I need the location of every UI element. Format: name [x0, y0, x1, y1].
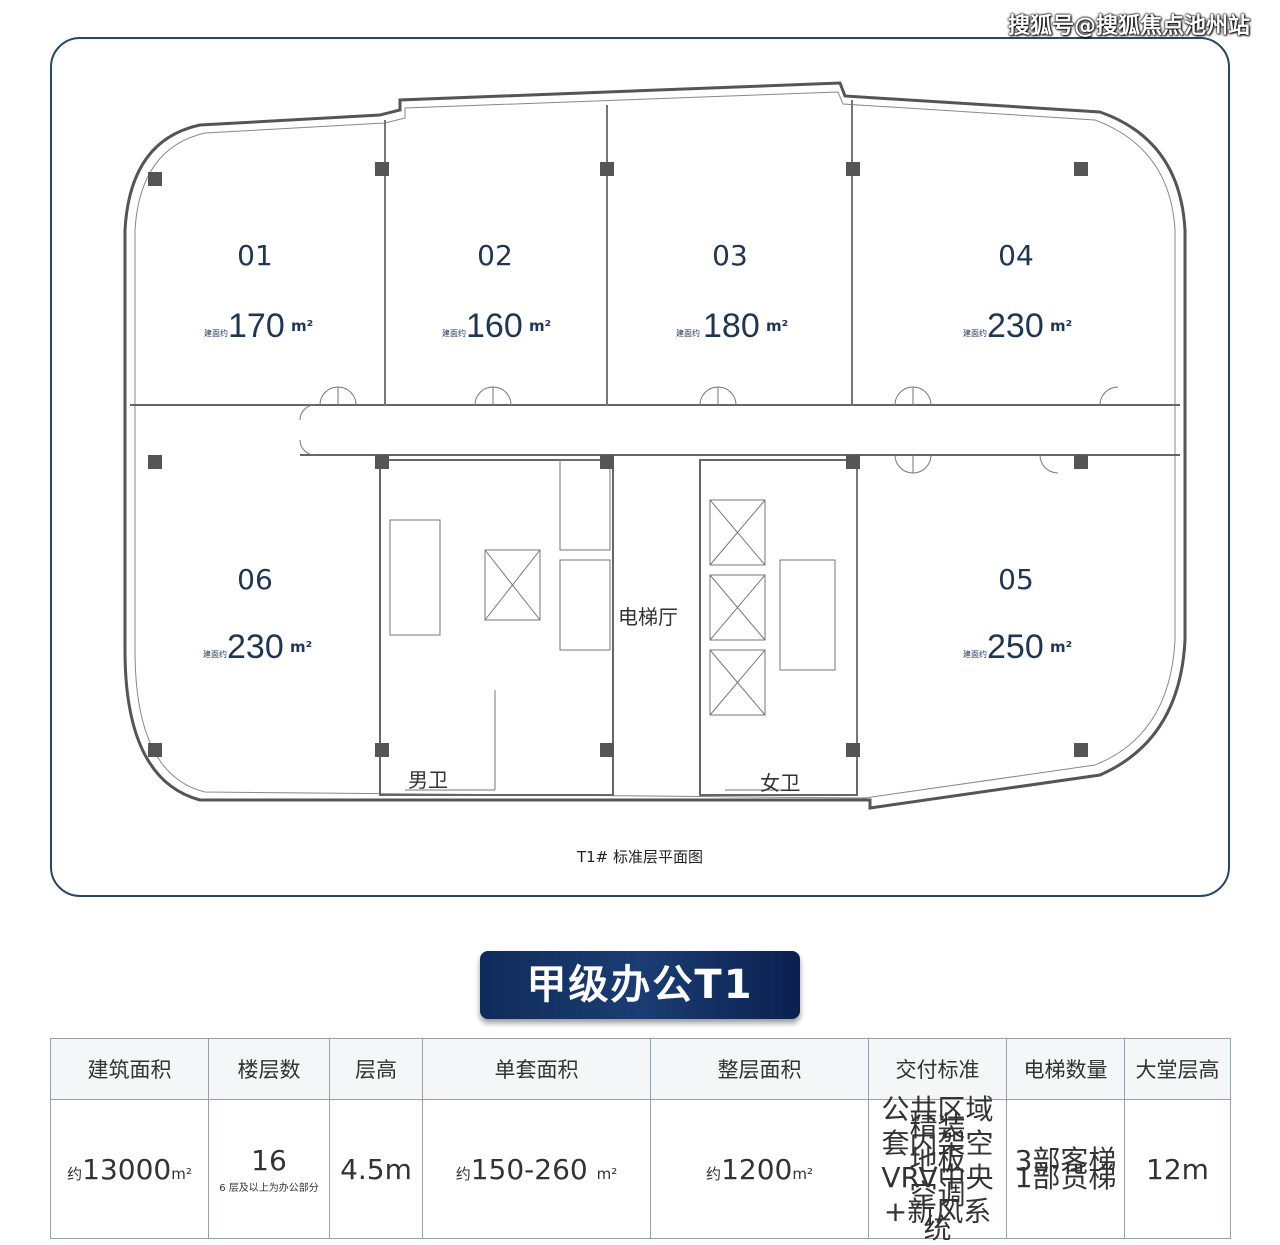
floor-plan-frame — [50, 37, 1230, 897]
section-banner: 甲级办公T1 — [480, 951, 800, 1019]
svg-text:m²: m² — [290, 638, 312, 656]
svg-text:建面约: 建面约 — [963, 649, 987, 659]
svg-text:m²: m² — [529, 317, 551, 335]
svg-text:05: 05 — [998, 563, 1034, 596]
header-floor-area: 整层面积 — [650, 1038, 869, 1100]
unit-02: 02 建面约 160 m² — [442, 239, 551, 345]
plan-title: T1# 标准层平面图 — [576, 848, 704, 866]
cell-elevators: 3部客梯 1部货梯 — [1006, 1099, 1125, 1239]
cell-gfa: 约13000m² — [50, 1099, 209, 1239]
unit-number: 01 — [237, 239, 273, 272]
header-elevators: 电梯数量 — [1006, 1038, 1125, 1100]
svg-text:建面约: 建面约 — [204, 328, 228, 338]
svg-text:06: 06 — [237, 563, 273, 596]
svg-text:180: 180 — [703, 307, 760, 345]
svg-text:建面约: 建面约 — [676, 328, 700, 338]
cell-floors: 16 6 层及以上为办公部分 — [208, 1099, 330, 1239]
womens-restroom-label: 女卫 — [760, 771, 800, 795]
watermark: 搜狐号@搜狐焦点池州站 — [1007, 14, 1250, 39]
unit-04: 04 建面约 230 m² — [963, 239, 1072, 345]
unit-06: 06 建面约 230 m² — [203, 563, 312, 666]
cell-floor-area: 约1200m² — [650, 1099, 869, 1239]
svg-text:250: 250 — [987, 628, 1044, 666]
svg-text:170: 170 — [228, 307, 285, 345]
svg-text:建面约: 建面约 — [203, 649, 227, 659]
building-outline — [123, 81, 1187, 810]
unit-01: 01 建面约 170 m² — [204, 239, 313, 345]
header-gfa: 建筑面积 — [50, 1038, 209, 1100]
structural-columns — [148, 162, 1088, 757]
svg-text:建面约: 建面约 — [963, 328, 987, 338]
header-unit-area: 单套面积 — [422, 1038, 651, 1100]
cell-height: 4.5m — [329, 1099, 423, 1239]
table-row: 约13000m² 16 6 层及以上为办公部分 4.5m 约150-260 m²… — [50, 1096, 1231, 1243]
unit-03: 03 建面约 180 m² — [676, 239, 788, 345]
svg-text:m²: m² — [766, 317, 788, 335]
svg-text:160: 160 — [466, 307, 523, 345]
table-header-row: 建筑面积 楼层数 层高 单套面积 整层面积 交付标准 电梯数量 大堂层高 — [50, 1038, 1231, 1100]
cell-delivery: 公共区域精装 套内架空地板 VRV中央空调 +新风系统 — [868, 1096, 1007, 1243]
svg-text:230: 230 — [227, 628, 284, 666]
svg-text:m²: m² — [1050, 638, 1072, 656]
header-lobby-height: 大堂层高 — [1124, 1038, 1231, 1100]
header-floors: 楼层数 — [208, 1038, 330, 1100]
header-height: 层高 — [329, 1038, 423, 1100]
unit-05: 05 建面约 250 m² — [963, 563, 1072, 666]
floor-plan-drawing: 01 建面约 170 m² 02 建面约 160 m² 03 建面约 180 m… — [123, 81, 1187, 810]
svg-text:230: 230 — [987, 307, 1044, 345]
svg-text:03: 03 — [712, 239, 748, 272]
svg-text:建面约: 建面约 — [442, 328, 466, 338]
cell-lobby-height: 12m — [1124, 1099, 1231, 1239]
svg-text:04: 04 — [998, 239, 1034, 272]
svg-text:m²: m² — [1050, 317, 1072, 335]
svg-text:02: 02 — [477, 239, 513, 272]
spec-table: 建筑面积 楼层数 层高 单套面积 整层面积 交付标准 电梯数量 大堂层高 约13… — [50, 1038, 1231, 1243]
cell-unit-area: 约150-260 m² — [422, 1099, 651, 1239]
header-delivery: 交付标准 — [868, 1038, 1007, 1100]
elevator-hall-label: 电梯厅 — [618, 605, 678, 629]
svg-text:m²: m² — [291, 317, 313, 335]
mens-restroom-label: 男卫 — [408, 768, 448, 792]
